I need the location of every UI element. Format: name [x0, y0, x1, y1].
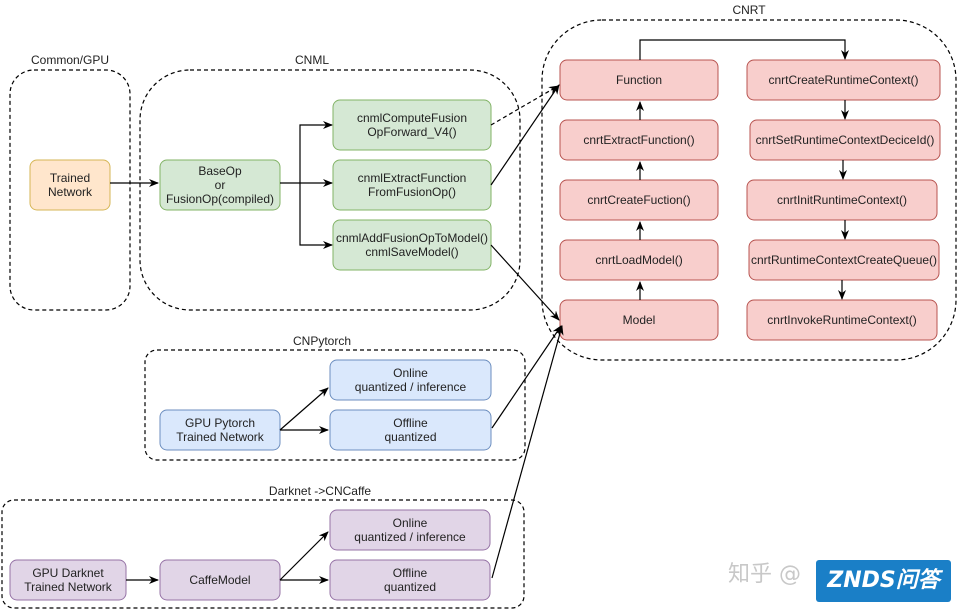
- node-init-ctx: cnrtInitRuntimeContext(): [746, 179, 938, 221]
- edge-caffemodel-to-online: [279, 531, 329, 581]
- node-label: Function: [616, 73, 662, 87]
- watermark-text: 知乎 @: [728, 562, 801, 587]
- node-label: Online: [393, 366, 428, 380]
- node-box: [29, 159, 111, 211]
- node-extract-function: cnrtExtractFunction(): [559, 119, 719, 161]
- node-label: cnrtCreateFuction(): [587, 193, 690, 207]
- node-label: Trained Network: [24, 580, 113, 594]
- node-label: Trained Network: [176, 430, 265, 444]
- group-common-gpu: Common/GPU: [9, 53, 131, 311]
- edge-compute-to-function: [490, 85, 559, 126]
- group-label-cnpytorch: CNPytorch: [293, 334, 351, 348]
- node-box: [746, 299, 938, 341]
- node-box: [559, 179, 719, 221]
- edge-darknet-offline-to-model: [491, 325, 564, 579]
- edge-pytorch-to-online: [279, 387, 329, 431]
- node-box: [559, 239, 719, 281]
- node-function: Function: [559, 59, 719, 101]
- group-cnml: CNML: [139, 53, 521, 311]
- node-label: Offline: [393, 566, 428, 580]
- node-model: Model: [559, 299, 719, 341]
- group-label-cnrt: CNRT: [732, 3, 766, 17]
- node-box: [329, 409, 492, 451]
- node-label: cnrtInvokeRuntimeContext(): [767, 313, 916, 327]
- node-box: [559, 119, 719, 161]
- node-label: Network: [48, 185, 93, 199]
- node-label: OpForward_V4(): [367, 125, 456, 139]
- node-cnml-add: cnmlAddFusionOpToModel()cnmlSaveModel(): [332, 219, 492, 271]
- node-box: [329, 559, 491, 601]
- node-box: [748, 239, 940, 281]
- node-ctx-create-queue: cnrtRuntimeContextCreateQueue(): [748, 239, 940, 281]
- node-label: GPU Pytorch: [185, 416, 255, 430]
- node-label: cnmlAddFusionOpToModel(): [336, 231, 488, 245]
- node-caffemodel: CaffeModel: [159, 559, 281, 601]
- node-label: quantized / inference: [355, 380, 467, 394]
- node-label: or: [215, 178, 226, 192]
- node-box: [749, 119, 941, 161]
- group-darknet: Darknet ->CNCaffe: [1, 484, 525, 609]
- node-set-ctx-device: cnrtSetRuntimeContextDeciceId(): [749, 119, 941, 161]
- node-label: FromFusionOp(): [368, 185, 456, 199]
- node-load-model: cnrtLoadModel(): [559, 239, 719, 281]
- node-label: cnrtRuntimeContextCreateQueue(): [751, 253, 937, 267]
- group-cnpytorch: CNPytorch: [144, 334, 526, 461]
- node-box: [159, 159, 281, 211]
- node-box: [329, 509, 491, 551]
- node-box: [329, 359, 492, 401]
- node-label: FusionOp(compiled): [166, 192, 274, 206]
- node-label: quantized: [384, 430, 436, 444]
- node-label: cnmlComputeFusion: [357, 111, 467, 125]
- edge-pytorch-offline-to-model: [491, 325, 562, 429]
- node-label: cnmlExtractFunction: [358, 171, 467, 185]
- node-box: [559, 299, 719, 341]
- node-label: quantized / inference: [354, 530, 466, 544]
- node-label: CaffeModel: [189, 573, 250, 587]
- node-label: cnrtSetRuntimeContextDeciceId(): [756, 133, 935, 147]
- edge-add-to-model: [490, 244, 560, 321]
- group-label-common-gpu: Common/GPU: [31, 53, 109, 67]
- node-label: Model: [623, 313, 656, 327]
- node-label: cnrtLoadModel(): [595, 253, 682, 267]
- node-box: [559, 59, 719, 101]
- edge-extract-to-function: [490, 84, 560, 186]
- edge-function-to-createctx: [639, 39, 849, 60]
- group-label-darknet: Darknet ->CNCaffe: [269, 484, 371, 498]
- group-label-cnml: CNML: [295, 53, 329, 67]
- node-box: [746, 179, 938, 221]
- node-label: cnrtExtractFunction(): [583, 133, 694, 147]
- node-label: cnrtInitRuntimeContext(): [777, 193, 907, 207]
- node-label: BaseOp: [198, 164, 242, 178]
- watermark-badge: ZNDS问答: [816, 560, 951, 602]
- edge-baseop-to-compute: [299, 121, 333, 183]
- group-cnrt: CNRT: [541, 3, 957, 361]
- node-label: Trained: [50, 171, 90, 185]
- node-label: cnrtCreateRuntimeContext(): [768, 73, 918, 87]
- node-create-ctx: cnrtCreateRuntimeContext(): [746, 59, 941, 101]
- node-create-function: cnrtCreateFuction(): [559, 179, 719, 221]
- node-label: cnmlSaveModel(): [365, 245, 458, 259]
- node-label: quantized: [384, 580, 436, 594]
- edge-baseop-to-add: [299, 183, 333, 249]
- node-label: GPU Darknet: [32, 566, 104, 580]
- node-label: Offline: [393, 416, 428, 430]
- node-box: [746, 59, 941, 101]
- node-label: Online: [393, 516, 428, 530]
- node-invoke-ctx: cnrtInvokeRuntimeContext(): [746, 299, 938, 341]
- edges-layer: [110, 39, 849, 584]
